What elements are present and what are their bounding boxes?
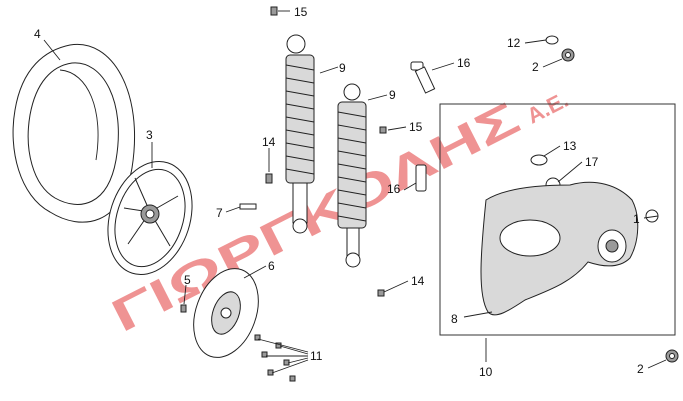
callout-15-top: 15 [294, 5, 308, 19]
small-bolts [180, 6, 387, 313]
callout-4: 4 [34, 27, 41, 41]
wheel-rim [107, 160, 193, 276]
callout-8: 8 [451, 312, 458, 326]
shock-absorber-left [285, 34, 315, 234]
callout-7: 7 [216, 206, 223, 220]
callout-12: 12 [507, 36, 521, 50]
callout-16-lower: 16 [387, 182, 401, 196]
swing-arm-frame [439, 103, 676, 336]
callout-9-right: 9 [389, 88, 396, 102]
swing-arm-bracket [480, 181, 639, 316]
disc-bolts [254, 334, 296, 382]
callout-6: 6 [268, 259, 275, 273]
tire [12, 43, 136, 223]
callout-13: 13 [563, 139, 577, 153]
callout-5: 5 [184, 273, 191, 287]
brake-disc [193, 268, 259, 358]
callout-16-upper: 16 [457, 56, 471, 70]
callout-2-bottom: 2 [637, 362, 644, 376]
callout-9-left: 9 [339, 61, 346, 75]
axle-bolt-16-lower [415, 164, 427, 192]
shock-absorber-right [337, 83, 367, 268]
callout-15-right: 15 [409, 120, 423, 134]
watermark-suffix: Α.Ε. [523, 87, 572, 129]
leader-lines [43, 10, 667, 374]
callout-11: 11 [310, 349, 323, 363]
callout-3: 3 [146, 128, 153, 142]
callout-1: 1 [633, 212, 640, 226]
callout-10: 10 [479, 365, 493, 379]
callout-17: 17 [585, 155, 599, 169]
callout-14-lower: 14 [411, 274, 425, 288]
axle-bolt-16-upper [410, 61, 436, 94]
callout-2-top: 2 [532, 60, 539, 74]
callout-14-upper: 14 [262, 135, 276, 149]
